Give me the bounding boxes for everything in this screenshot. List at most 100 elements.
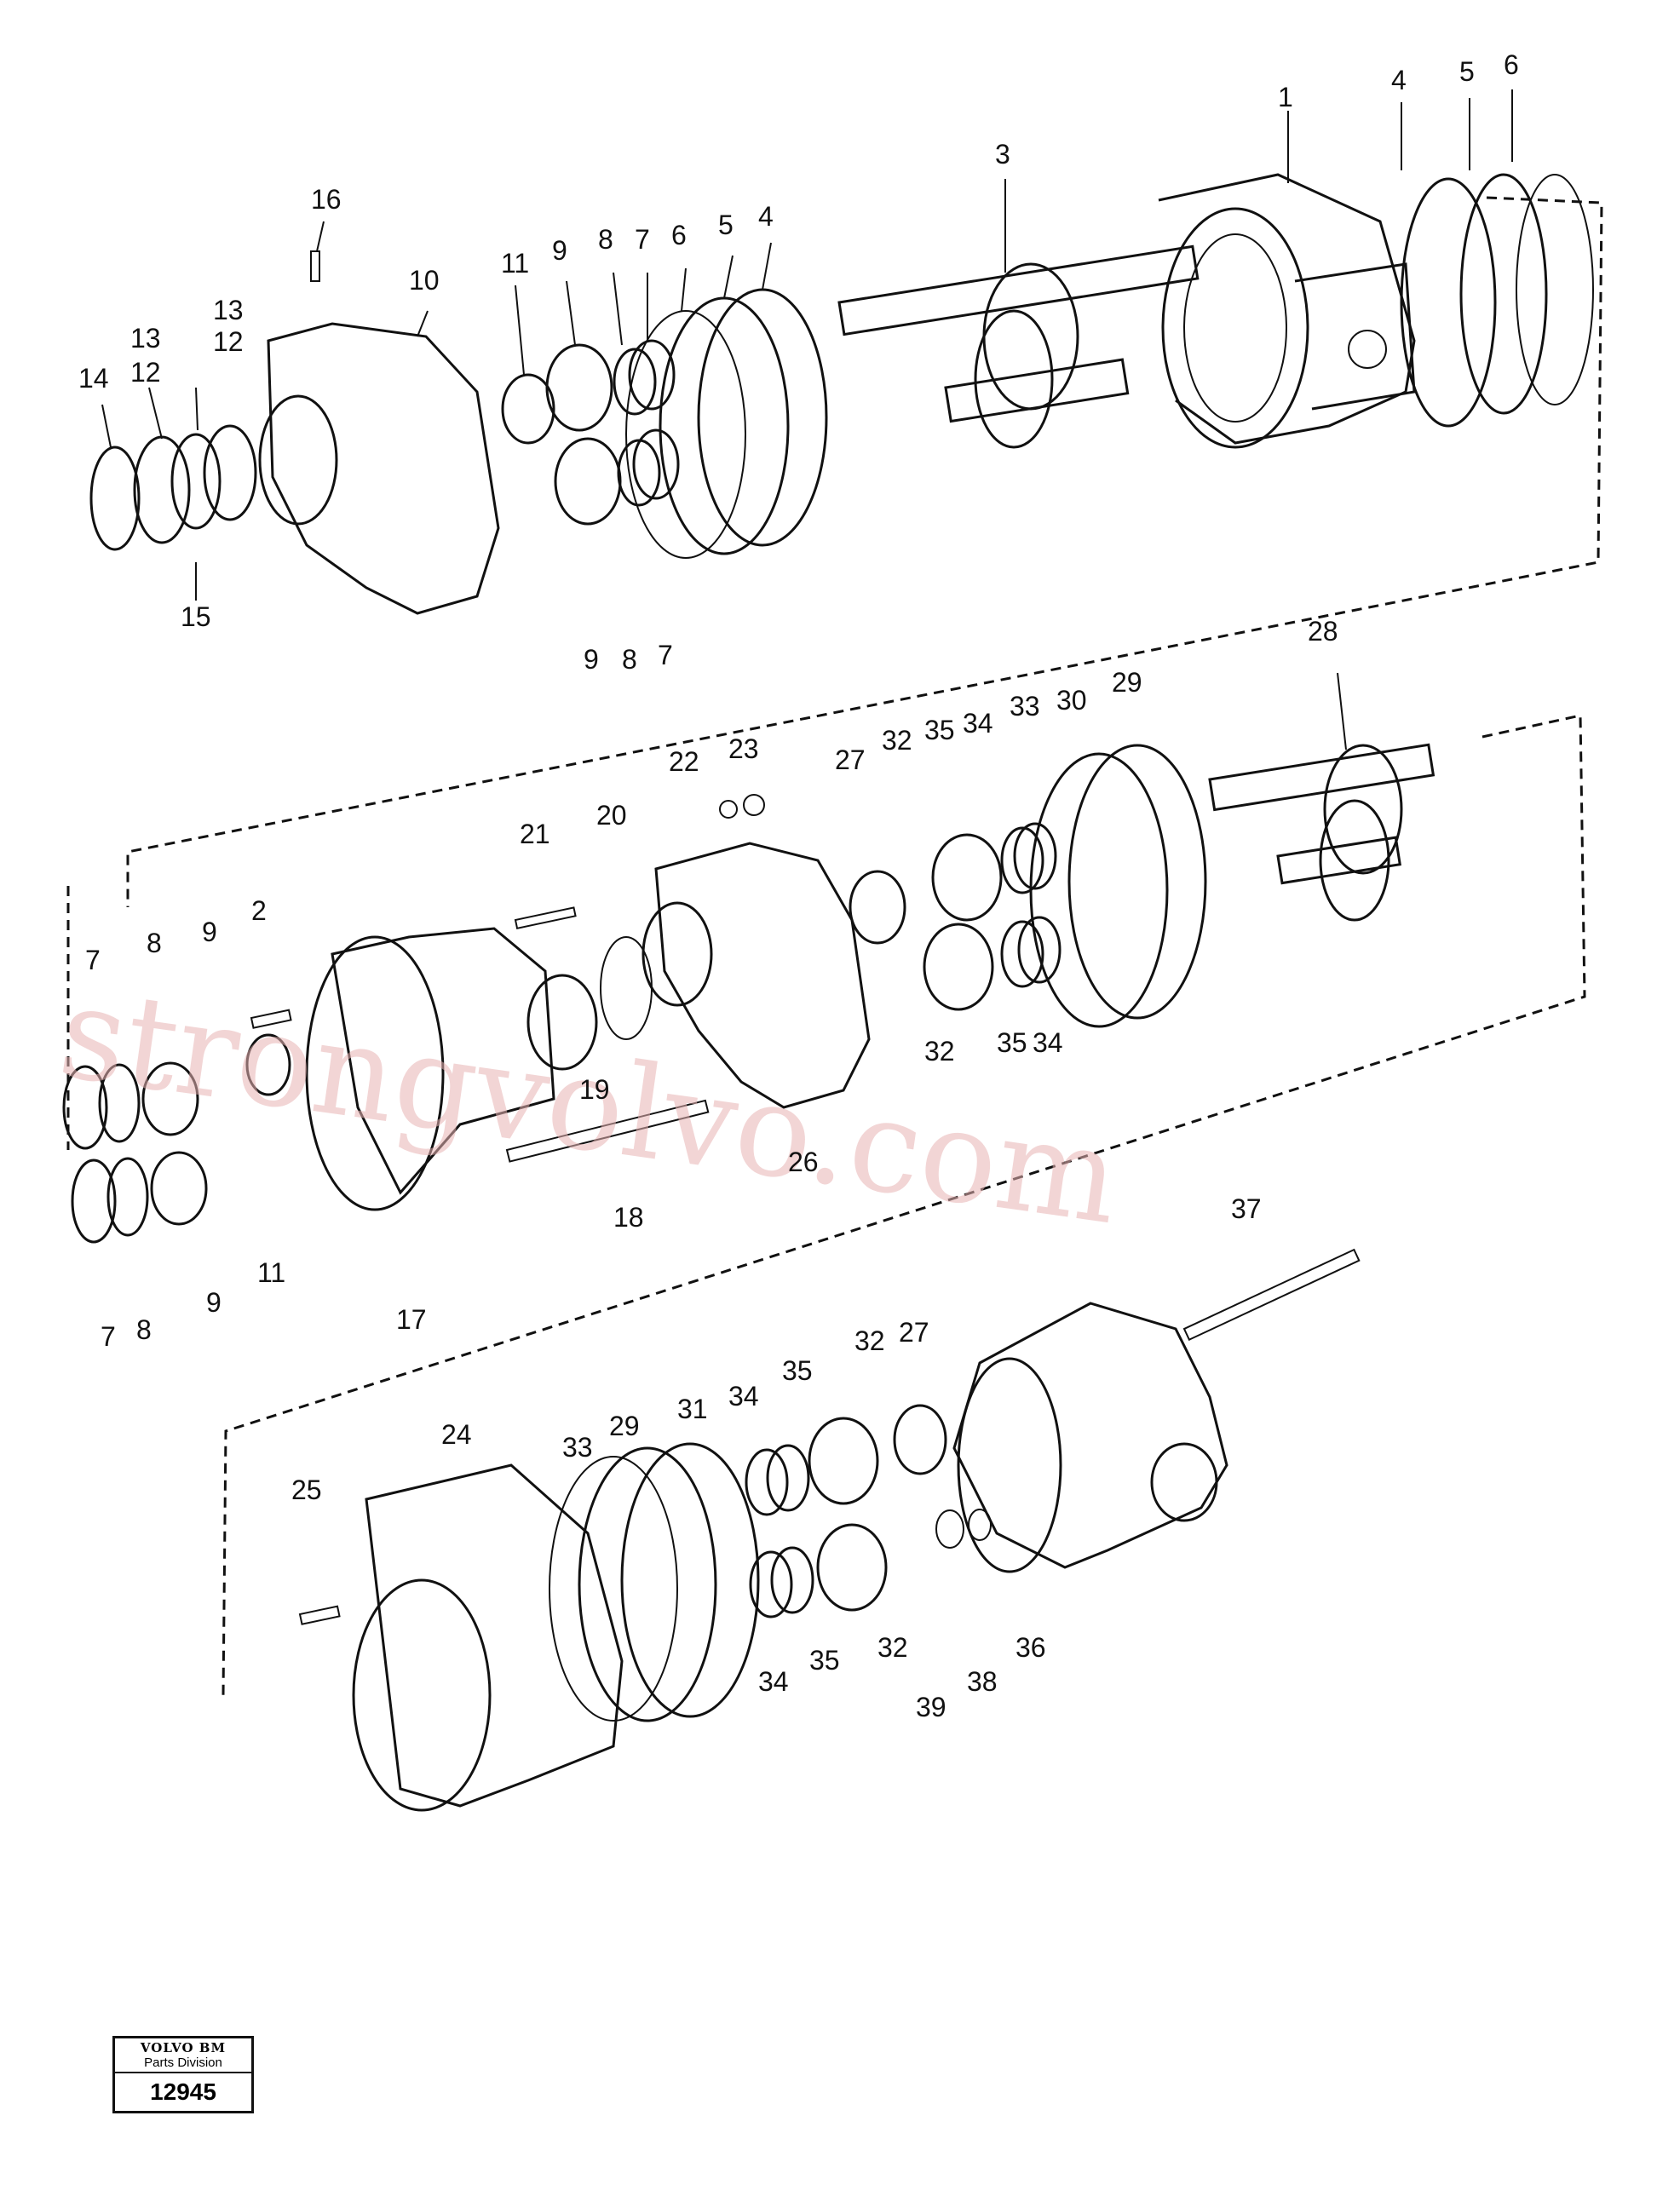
callout-9: 9 — [552, 235, 567, 266]
end-cover-part-36 — [952, 1302, 1228, 1573]
callout-14: 14 — [78, 363, 109, 394]
callout-7: 7 — [85, 945, 101, 975]
bottom-assembly — [298, 1248, 1361, 1812]
plates-right — [1400, 173, 1594, 428]
callout-22: 22 — [669, 746, 699, 777]
callout-24: 24 — [441, 1419, 472, 1450]
bearings-bottom — [808, 1404, 992, 1612]
callout-21: 21 — [520, 819, 550, 849]
callout-13: 13 — [213, 295, 244, 325]
housing-part-1 — [1158, 173, 1416, 449]
callout-2: 2 — [251, 895, 267, 926]
callout-34: 34 — [758, 1666, 789, 1697]
volvo-bm-logo-box: VOLVO BM Parts Division 12945 — [112, 2036, 254, 2113]
callout-16: 16 — [311, 184, 342, 215]
bearings-left — [62, 1061, 208, 1244]
callout-35: 35 — [809, 1645, 840, 1676]
callout-29: 29 — [1112, 667, 1142, 698]
callout-34: 34 — [963, 708, 993, 739]
callout-31: 31 — [677, 1394, 708, 1424]
callout-32: 32 — [877, 1632, 908, 1663]
callout-11: 11 — [257, 1257, 285, 1288]
callout-37: 37 — [1231, 1193, 1262, 1224]
callout-29: 29 — [609, 1411, 640, 1441]
callout-7: 7 — [658, 640, 673, 670]
drawing-number: 12945 — [150, 2078, 216, 2105]
logo-brand: VOLVO BM — [140, 2040, 227, 2055]
housing-part-24 — [298, 1463, 624, 1812]
logo-header: VOLVO BM Parts Division — [115, 2038, 251, 2073]
callout-8: 8 — [622, 644, 637, 675]
callout-4: 4 — [1391, 65, 1407, 95]
seals-top — [89, 424, 257, 551]
callout-4: 4 — [758, 201, 774, 232]
cover-part-26 — [642, 842, 871, 1109]
dashed-link-middle — [222, 714, 1586, 1696]
callout-3: 3 — [995, 139, 1010, 170]
callout-7: 7 — [635, 224, 650, 255]
housing-part-17 — [245, 927, 555, 1211]
callout-39: 39 — [916, 1692, 946, 1722]
callout-13: 13 — [130, 323, 161, 354]
callout-8: 8 — [598, 224, 613, 255]
callout-34: 34 — [728, 1381, 759, 1411]
callout-5: 5 — [1459, 56, 1475, 87]
cover-part-10 — [258, 250, 500, 615]
plates-middle — [1029, 744, 1207, 1028]
watermark-text: strongvolvo.com — [51, 958, 1128, 1253]
callout-26: 26 — [788, 1147, 819, 1177]
callout-9: 9 — [584, 644, 599, 675]
callout-25: 25 — [291, 1475, 322, 1505]
callout-12: 12 — [213, 326, 244, 357]
callout-6: 6 — [671, 220, 687, 250]
callout-32: 32 — [882, 725, 912, 756]
small-parts-middle — [505, 794, 765, 1163]
callout-27: 27 — [899, 1317, 929, 1348]
plates-left — [625, 288, 828, 559]
bearings-top — [501, 339, 680, 526]
gear-part-28 — [1208, 743, 1435, 922]
callout-35: 35 — [997, 1027, 1027, 1058]
callout-23: 23 — [728, 733, 759, 764]
callout-7: 7 — [101, 1321, 116, 1352]
top-assembly — [89, 173, 1603, 907]
callout-15: 15 — [181, 601, 211, 632]
callout-8: 8 — [147, 928, 162, 958]
callout-34: 34 — [1033, 1027, 1063, 1058]
callout-33: 33 — [1010, 691, 1040, 722]
leader-lines — [101, 89, 1513, 750]
bolt-part-37 — [1182, 1248, 1361, 1342]
rings-bottom — [745, 1444, 814, 1618]
callout-28: 28 — [1308, 616, 1338, 647]
callout-18: 18 — [613, 1202, 644, 1233]
callout-8: 8 — [136, 1314, 152, 1345]
callout-12: 12 — [130, 357, 161, 388]
callout-19: 19 — [579, 1074, 610, 1105]
callout-11: 11 — [501, 248, 529, 279]
callout-27: 27 — [835, 745, 866, 775]
callout-36: 36 — [1015, 1632, 1046, 1663]
callout-1: 1 — [1278, 82, 1293, 112]
callout-9: 9 — [206, 1287, 222, 1318]
callout-5: 5 — [718, 210, 734, 240]
plates-bottom — [549, 1442, 760, 1722]
callout-17: 17 — [396, 1304, 427, 1335]
gear-shaft-part-3 — [837, 244, 1200, 449]
callout-30: 30 — [1056, 685, 1087, 716]
dashed-link-top — [126, 196, 1603, 907]
callout-33: 33 — [562, 1432, 593, 1463]
callout-9: 9 — [202, 917, 217, 947]
callout-10: 10 — [409, 265, 440, 296]
middle-assembly — [62, 714, 1586, 1696]
logo-division: Parts Division — [144, 2055, 222, 2070]
bearings-middle — [849, 822, 1062, 1011]
callout-20: 20 — [596, 800, 627, 831]
callout-38: 38 — [967, 1666, 998, 1697]
callout-32: 32 — [854, 1325, 885, 1356]
callout-35: 35 — [924, 715, 955, 745]
callout-35: 35 — [782, 1355, 813, 1386]
callout-6: 6 — [1504, 49, 1519, 80]
callout-32: 32 — [924, 1036, 955, 1067]
callout-labels: 1 4 5 6 3 16 10 11 9 8 7 6 5 4 13 12 13 … — [78, 49, 1519, 1722]
